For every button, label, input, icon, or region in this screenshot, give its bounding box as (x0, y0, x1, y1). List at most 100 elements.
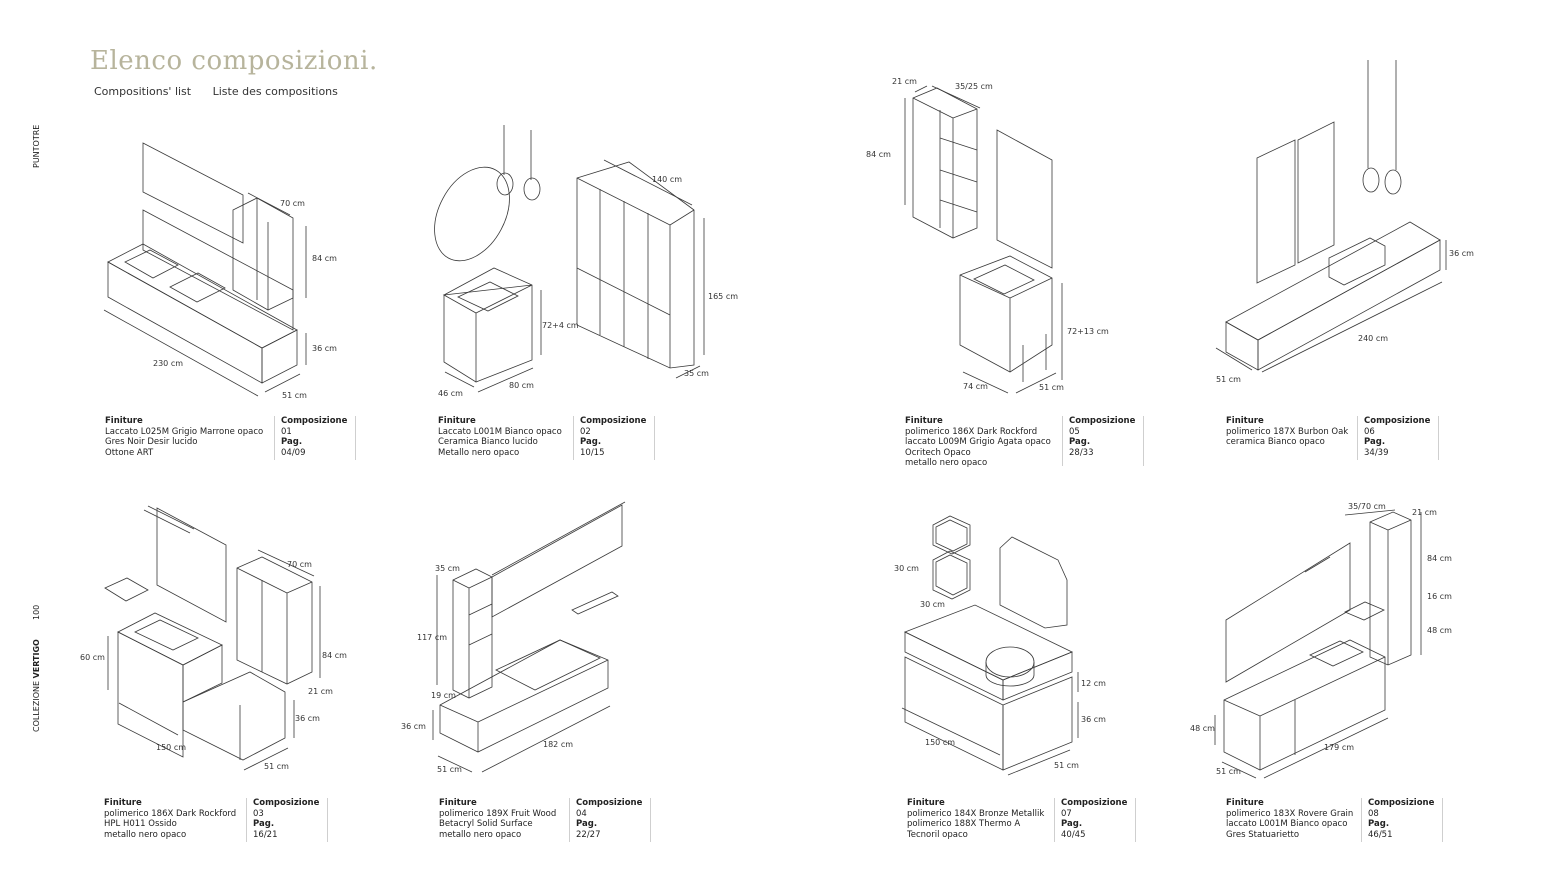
dim-label: 70 cm (280, 199, 305, 208)
finishes-column: Finiture polimerico 187X Burbon Oak cera… (1226, 416, 1348, 448)
dim-label: 35 cm (435, 564, 460, 573)
composition-heading: Composizione (1364, 416, 1431, 426)
dim-label: 70 cm (287, 560, 312, 569)
finish-item: Betacryl Solid Surface (439, 819, 533, 829)
dim-label: 46 cm (438, 389, 463, 398)
finish-item: Ceramica Bianco lucido (438, 437, 538, 447)
composition-column: Composizione 01 Pag. 04/09 (274, 416, 357, 460)
page-heading: Pag. (576, 819, 598, 829)
drawing-composition-04 (432, 501, 626, 773)
composition-column: Composizione 06 Pag. 34/39 (1357, 416, 1440, 460)
page-range: 10/15 (580, 447, 605, 458)
composition-number: 07 (1061, 808, 1072, 819)
finish-item: HPL H011 Ossido (104, 819, 177, 829)
dim-label: 84 cm (312, 254, 337, 263)
composition-heading: Composizione (1368, 798, 1435, 808)
dim-label: 74 cm (963, 382, 988, 391)
page-title: Elenco composizioni. (90, 46, 378, 76)
dim-label: 21 cm (892, 77, 917, 86)
dim-label: 48 cm (1190, 724, 1215, 733)
finishes-heading: Finiture (905, 416, 943, 426)
composition-column: Composizione 07 Pag. 40/45 (1054, 798, 1137, 842)
finishes-column: Finiture polimerico 186X Dark Rockford H… (104, 798, 236, 840)
dim-label: 51 cm (1054, 761, 1079, 770)
page-heading: Pag. (1069, 437, 1091, 447)
finishes-column: Finiture polimerico 186X Dark Rockford l… (905, 416, 1051, 469)
composition-number: 05 (1069, 426, 1080, 437)
dim-label: 179 cm (1324, 743, 1354, 752)
composition-heading: Composizione (1061, 798, 1128, 808)
finishes-heading: Finiture (1226, 416, 1264, 426)
composition-heading: Composizione (1069, 416, 1136, 426)
composition-column: Composizione 08 Pag. 46/51 (1361, 798, 1444, 842)
composition-number: 03 (253, 808, 264, 819)
dim-label: 51 cm (282, 391, 307, 400)
finish-item: polimerico 186X Dark Rockford (905, 426, 1038, 437)
dim-label: 230 cm (153, 359, 183, 368)
composition-column: Composizione 03 Pag. 16/21 (246, 798, 329, 842)
page-heading: Pag. (1364, 437, 1386, 447)
page-range: 04/09 (281, 447, 306, 458)
finishes-column: Finiture Laccato L025M Grigio Marrone op… (105, 416, 263, 458)
composition-number: 06 (1364, 426, 1375, 437)
composition-number: 04 (576, 808, 587, 819)
dim-label: 51 cm (264, 762, 289, 771)
finish-item: polimerico 187X Burbon Oak (1226, 426, 1349, 437)
finish-item: Metallo nero opaco (438, 447, 520, 458)
finish-item: polimerico 184X Bronze Metallik (907, 808, 1045, 819)
composition-column: Composizione 04 Pag. 22/27 (569, 798, 652, 842)
dim-label: 36 cm (1449, 249, 1474, 258)
drawing-composition-07 (901, 515, 1079, 776)
page-range: 16/21 (253, 829, 278, 840)
page-subtitle: Compositions' list Liste des composition… (94, 85, 356, 98)
dim-label: 240 cm (1358, 334, 1388, 343)
dim-label: 72+13 cm (1067, 327, 1109, 336)
page-heading: Pag. (1061, 819, 1083, 829)
finish-item: metallo nero opaco (439, 829, 522, 840)
finish-item: Laccato L001M Bianco opaco (438, 426, 562, 437)
dim-label: 12 cm (1081, 679, 1106, 688)
finish-item: laccato L009M Grigio Agata opaco (905, 437, 1051, 447)
page-heading: Pag. (1368, 819, 1390, 829)
dim-label: 19 cm (431, 691, 456, 700)
drawing-composition-08 (1214, 509, 1422, 779)
dim-label: 84 cm (866, 150, 891, 159)
page-range: 34/39 (1364, 447, 1389, 458)
subtitle-english: Compositions' list (94, 85, 192, 98)
drawing-composition-01 (103, 142, 307, 397)
composition-number: 01 (281, 426, 292, 437)
finish-item: polimerico 183X Rovere Grain (1226, 808, 1354, 819)
finish-item: Ottone ART (105, 447, 154, 458)
finish-item: metallo nero opaco (905, 458, 988, 468)
finish-item: Gres Statuarietto (1226, 829, 1300, 840)
finish-item: laccato L001M Bianco opaco (1226, 819, 1348, 829)
dim-label: 51 cm (1039, 383, 1064, 392)
dim-label: 16 cm (1427, 592, 1452, 601)
page-range: 40/45 (1061, 829, 1086, 840)
composition-heading: Composizione (281, 416, 348, 426)
dim-label: 150 cm (925, 738, 955, 747)
dim-label: 80 cm (509, 381, 534, 390)
finish-item: polimerico 186X Dark Rockford (104, 808, 237, 819)
composition-number: 08 (1368, 808, 1379, 819)
finishes-column: Finiture Laccato L001M Bianco opaco Cera… (438, 416, 562, 458)
page-range: 22/27 (576, 829, 601, 840)
dim-label: 165 cm (708, 292, 738, 301)
dim-label: 51 cm (1216, 375, 1241, 384)
finish-item: Laccato L025M Grigio Marrone opaco (105, 426, 264, 437)
dim-label: 48 cm (1427, 626, 1452, 635)
dim-label: 84 cm (322, 651, 347, 660)
dim-label: 84 cm (1427, 554, 1452, 563)
page-heading: Pag. (253, 819, 275, 829)
dim-label: 117 cm (417, 633, 447, 642)
dim-label: 35/25 cm (955, 82, 993, 91)
finish-item: Ocritech Opaco (905, 447, 971, 458)
dim-label: 182 cm (543, 740, 573, 749)
page-heading: Pag. (580, 437, 602, 447)
dim-label: 35 cm (684, 369, 709, 378)
finish-item: ceramica Bianco opaco (1226, 437, 1325, 447)
dim-label: 60 cm (80, 653, 105, 662)
dim-label: 21 cm (308, 687, 333, 696)
dim-label: 140 cm (652, 175, 682, 184)
finishes-heading: Finiture (104, 798, 142, 808)
